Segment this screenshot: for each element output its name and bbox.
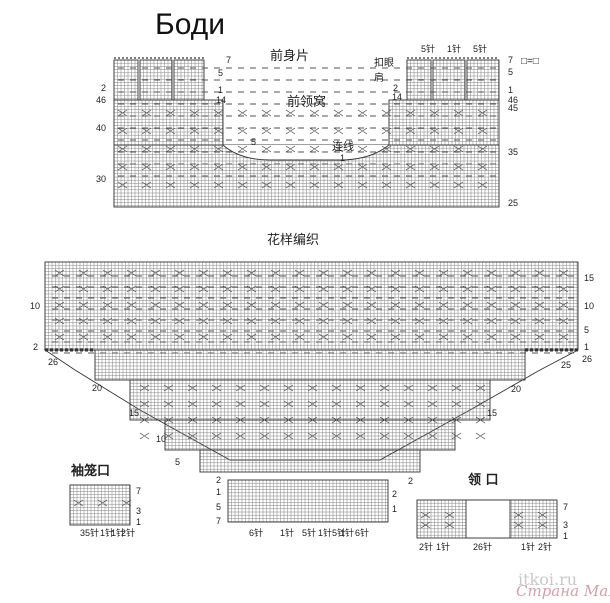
stitch-count: 2针: [419, 542, 434, 552]
row-number: 2: [408, 476, 414, 486]
row-number: 46: [96, 95, 107, 105]
row-number: 46: [508, 95, 519, 105]
row-number: 15: [487, 408, 498, 418]
row-number: 15: [584, 273, 595, 283]
row-number: 20: [511, 384, 522, 394]
pattern-dash-rows: [52, 275, 574, 354]
row-number: 2: [216, 475, 222, 485]
row-number: 5: [584, 325, 590, 335]
sleeve-title: 袖笼口: [71, 464, 111, 479]
neckline-label: 前领窝: [287, 95, 327, 110]
symbol-legend: □=□: [521, 56, 539, 67]
row-number: 10: [30, 301, 41, 311]
row-number: 3: [136, 506, 142, 516]
row-number: 26: [48, 357, 59, 367]
row-number: 5: [251, 137, 257, 147]
front-right-panel: [388, 99, 500, 146]
stitch-count: 1针: [111, 528, 126, 538]
stitch-count: 26针: [473, 542, 493, 552]
row-number: 1: [584, 342, 590, 352]
collar-title: 领 口: [468, 473, 499, 488]
row-number: 2: [393, 83, 399, 93]
stitch-count: 5针: [332, 528, 347, 538]
collar-blank-section: [465, 499, 511, 539]
row-number: 35: [508, 147, 519, 157]
row-number: 14: [392, 92, 403, 102]
row-number: 25: [561, 360, 572, 370]
pattern-upper-grid: [44, 261, 579, 351]
front-stitch-count: 5针: [473, 44, 488, 54]
row-number: 2: [392, 489, 398, 499]
stitch-count: 2针: [538, 542, 553, 552]
front-body-title: 前身片: [270, 49, 310, 64]
watermark-site: itkoi.ru: [518, 570, 578, 589]
row-number: 10: [584, 301, 595, 311]
row-number: 2: [101, 83, 107, 93]
row-number: 5: [508, 67, 514, 77]
row-number: 20: [92, 383, 103, 393]
row-number: 26: [582, 354, 593, 364]
stitch-count: 1针: [280, 528, 295, 538]
front-neckline-curve: [222, 144, 390, 161]
pattern-cross-rows: [139, 384, 486, 440]
row-number: 5: [218, 68, 224, 78]
stitch-count: 5针: [302, 528, 317, 538]
pattern-cross-rows: [54, 269, 569, 341]
join-label: 连线: [332, 140, 354, 153]
row-number: 1: [563, 531, 569, 541]
pattern-bottom-band: [227, 479, 389, 523]
front-right-strap: [432, 59, 466, 101]
stitch-count: 6针: [249, 528, 264, 538]
front-left-panel: [113, 99, 224, 146]
stitch-count: 1针: [340, 528, 355, 538]
pattern-title: 花样编织: [267, 233, 320, 248]
row-number: 7: [226, 55, 232, 65]
row-number: 1: [216, 487, 222, 497]
row-number: 10: [156, 434, 167, 444]
pattern-yoke-grid: [129, 379, 491, 421]
row-number: 7: [216, 516, 222, 526]
row-number: 1: [392, 504, 398, 514]
row-number: 14: [216, 95, 227, 105]
collar-cross-pattern: [420, 511, 455, 529]
row-number: 1: [136, 517, 142, 527]
stitch-count: 1针: [521, 542, 536, 552]
row-number: 1: [340, 153, 346, 163]
stitch-count: 1针: [100, 528, 115, 538]
row-number: 7: [508, 55, 514, 65]
front-dash-pattern: [118, 67, 496, 177]
row-number: 15: [129, 408, 140, 418]
row-number: 5: [216, 502, 222, 512]
front-cross-pattern: [117, 109, 488, 189]
stitch-count: 2针: [121, 528, 136, 538]
front-stitch-count: 1针: [447, 44, 462, 54]
row-number: 30: [96, 174, 107, 184]
row-number: 5: [175, 457, 181, 467]
row-number: 25: [508, 198, 519, 208]
watermark-site: Страна Мам: [516, 582, 610, 600]
row-number: 7: [563, 502, 569, 512]
row-number: 1: [218, 85, 224, 95]
front-stitch-count: 5针: [421, 44, 436, 54]
stitch-count: 1针: [436, 542, 451, 552]
row-number: 1: [508, 85, 514, 95]
stitch-count: 35针: [80, 528, 100, 538]
row-number: 3: [563, 520, 569, 530]
pattern-yoke-grid: [199, 449, 421, 473]
row-number: 45: [508, 103, 519, 113]
row-number: 7: [136, 486, 142, 496]
stitch-count: 1针: [318, 528, 333, 538]
shoulder-label: 扣眼 肩: [374, 58, 394, 84]
row-number: 2: [33, 342, 39, 352]
collar-cross-pattern: [513, 511, 548, 529]
sleeve-cross-pattern: [73, 499, 132, 507]
stitch-count: 6针: [355, 528, 370, 538]
page-title: Боди: [155, 8, 225, 41]
row-number: 40: [96, 123, 107, 133]
